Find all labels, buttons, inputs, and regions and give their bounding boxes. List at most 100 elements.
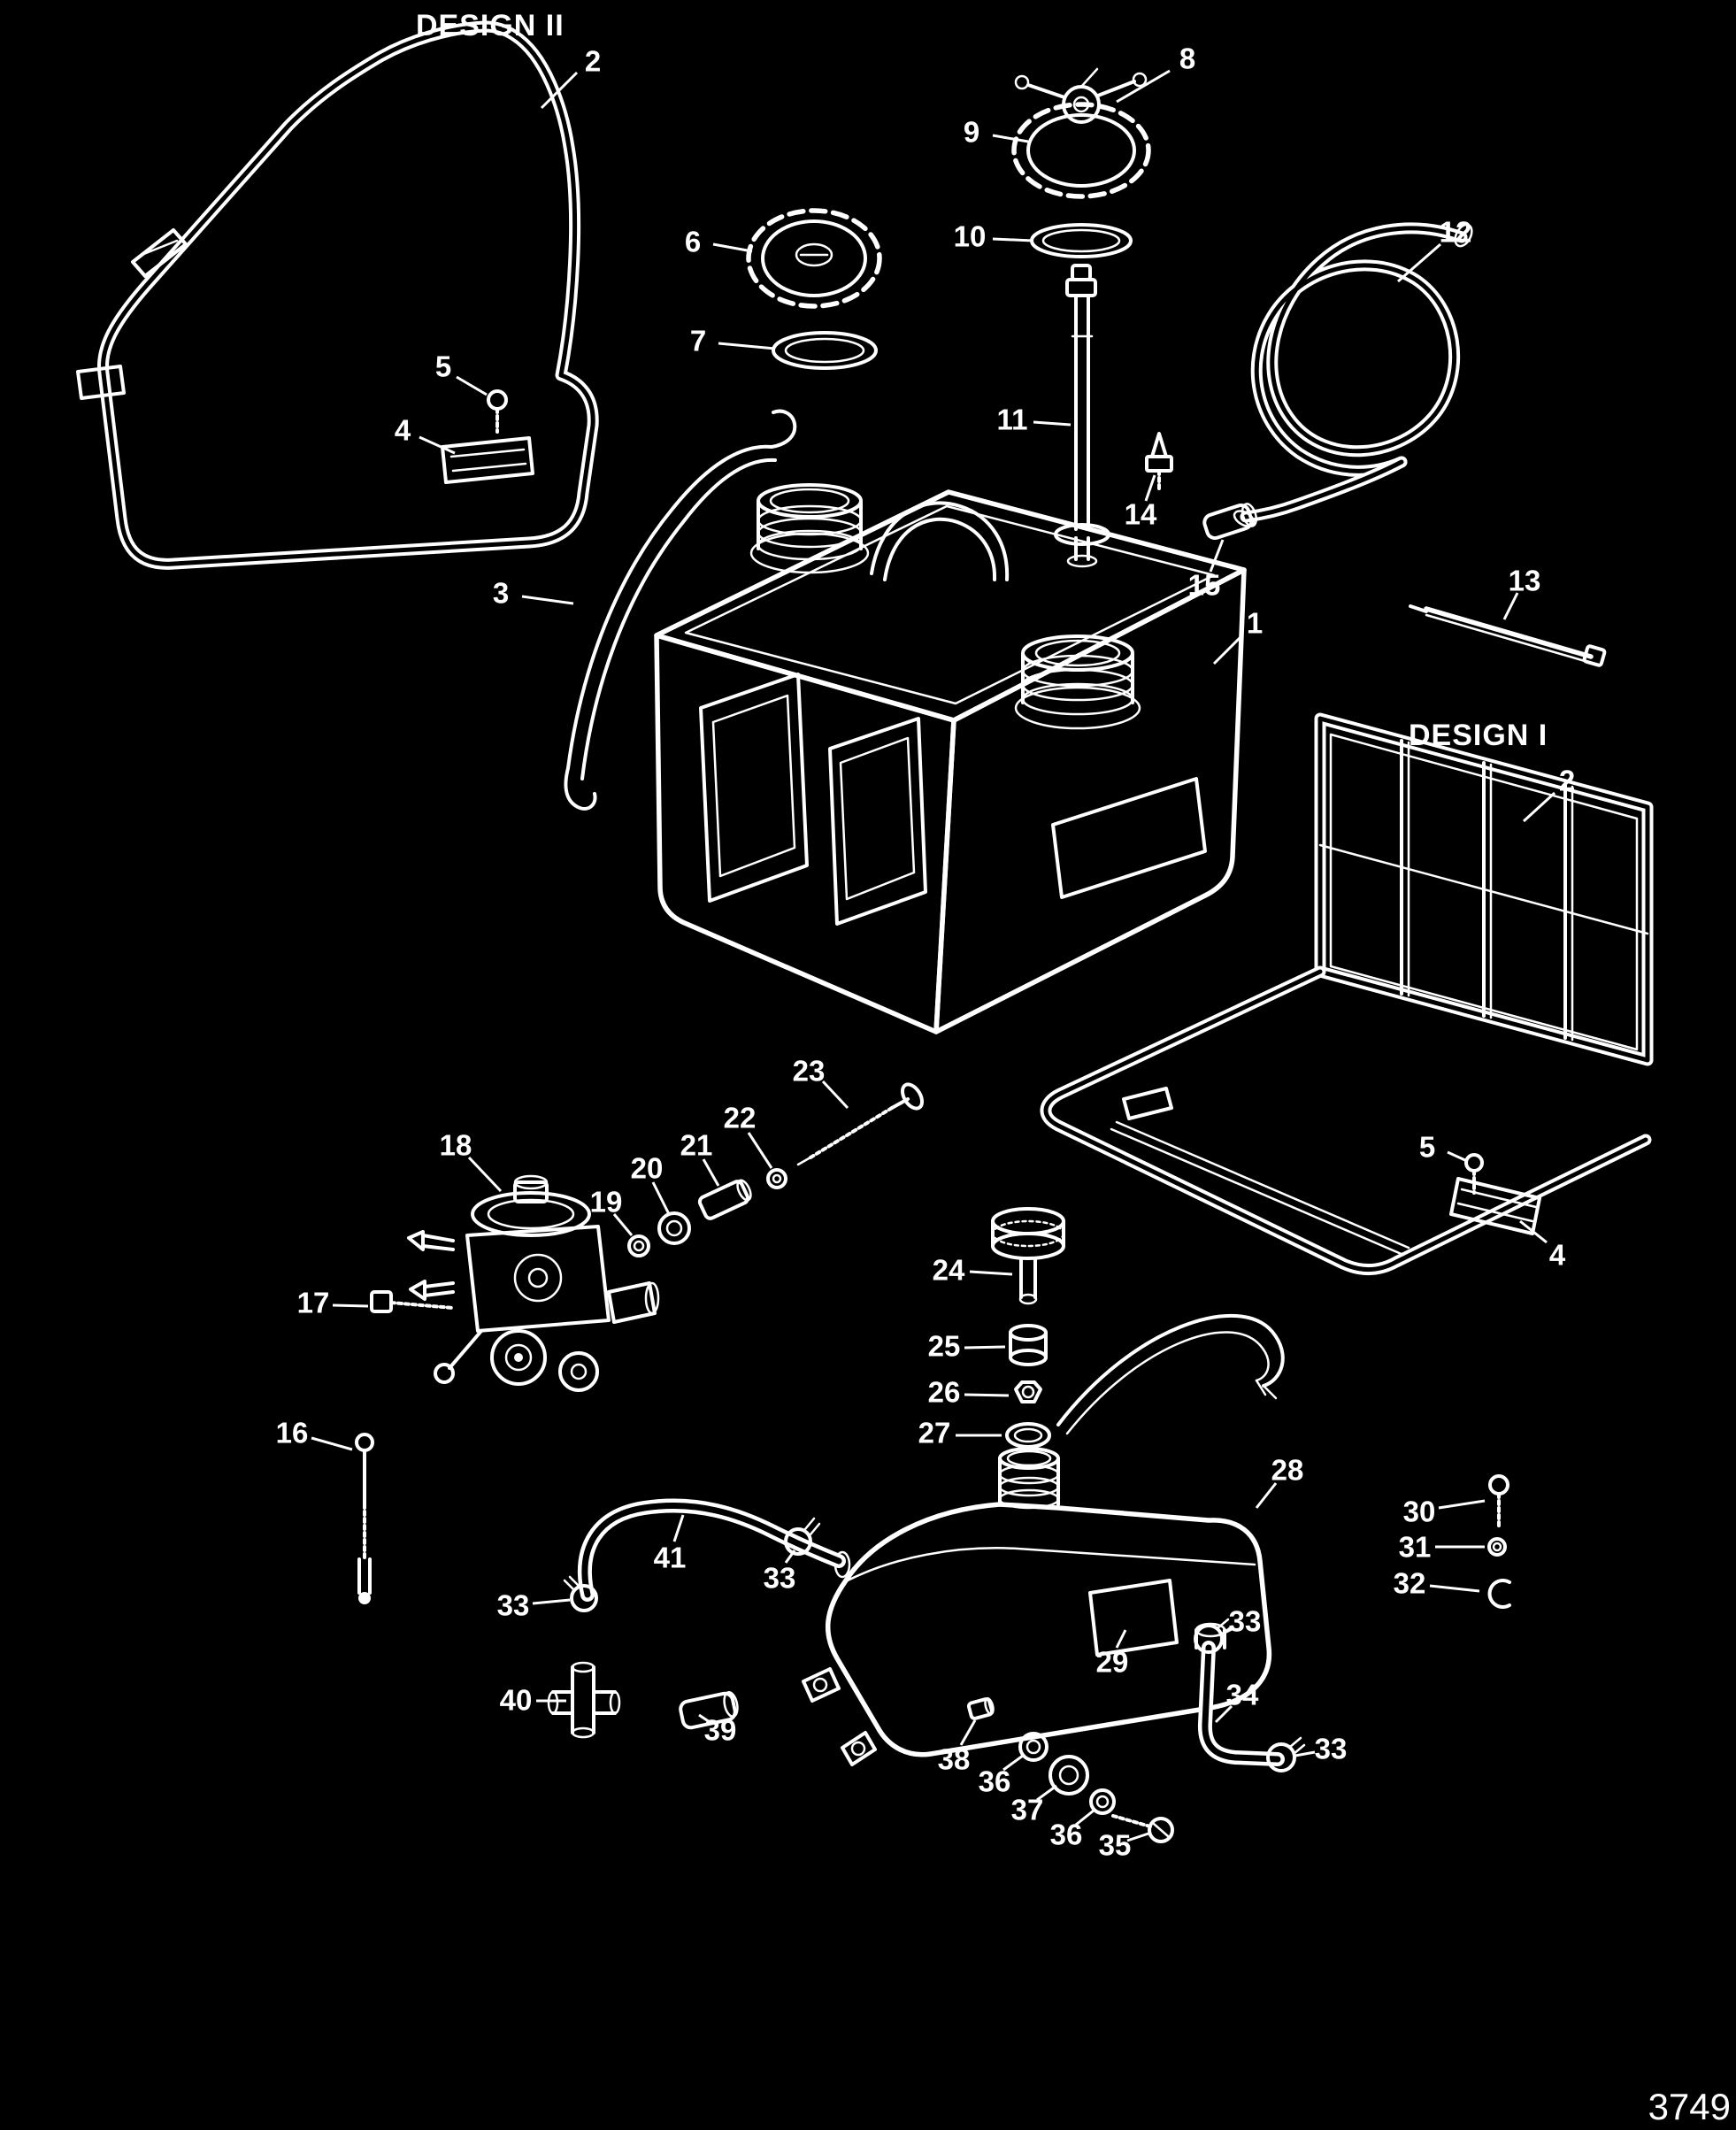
callout-12-5: 12 [1439,215,1472,249]
hose-connector [1202,503,1258,541]
spacer-25 [1009,1324,1048,1366]
leader-line-6-3 [712,242,753,253]
leader-line-10-4 [992,237,1034,242]
callout-37-45: 37 [1010,1793,1044,1826]
pump-screw-23 [796,1082,925,1166]
callout-2-0: 2 [584,44,602,78]
pump-link-rod [355,1433,374,1604]
leader-line-23-16 [821,1080,849,1110]
oring-27 [1005,1422,1051,1449]
leader-line-15-11 [1209,539,1225,573]
design-i-bracket [1040,712,1654,1276]
barb-fitting [1145,432,1173,494]
leader-line-33-37 [1218,1626,1234,1637]
gauge-cap-assembly [1011,67,1151,199]
leader-line-33-35 [784,1549,796,1564]
plug-fitting [966,1696,995,1720]
oil-reservoir-tank [654,483,1247,1034]
callout-11-8: 11 [996,403,1028,436]
callout-33-44: 33 [1314,1732,1348,1765]
remote-cap-24 [991,1207,1065,1305]
callout-36-43: 36 [978,1765,1011,1798]
leader-line-38-42 [959,1719,977,1746]
callout-31-32: 31 [1398,1530,1432,1564]
callout-5-22: 5 [1418,1130,1436,1164]
callout-4-24: 4 [1548,1238,1566,1272]
leader-line-8-1 [1116,69,1171,104]
callout-39-41: 39 [703,1713,737,1747]
design-ii-bracket [76,20,599,570]
callout-14-10: 14 [1124,497,1157,531]
leader-line-12-5 [1397,242,1441,283]
callout-2-15: 2 [1558,764,1576,797]
supply-hose [577,1498,846,1602]
leader-line-4-24 [1519,1219,1548,1244]
callout-13-12: 13 [1508,564,1541,597]
leader-line-28-30 [1255,1482,1278,1509]
callout-22-17: 22 [723,1101,757,1134]
design-ii-label: DESIGN II [416,9,565,42]
callout-33-36: 33 [496,1588,530,1622]
filler-neck-left [749,483,870,574]
leader-line-30-31 [1438,1499,1486,1510]
screw-30 [1488,1474,1509,1529]
leader-line-2-15 [1522,791,1556,823]
callout-15-11: 15 [1187,568,1221,602]
grommet-37 [1049,1755,1089,1796]
callout-33-37: 33 [1228,1604,1262,1638]
callout-41-34: 41 [653,1541,687,1574]
pump-bolt [370,1290,455,1313]
bracket-tab-4 [441,436,534,484]
washer-31 [1487,1537,1507,1557]
callout-21-18: 21 [680,1128,713,1162]
callout-34-40: 34 [1225,1678,1259,1711]
leader-line-29-38 [1115,1629,1127,1649]
leader-line-36-46 [1075,1809,1095,1826]
callout-29-38: 29 [1095,1645,1129,1679]
bracket-screw-5 [487,389,508,434]
callout-1-14: 1 [1246,606,1264,640]
tank-handle [870,501,1010,581]
callout-17-25: 17 [296,1286,330,1319]
callout-5-7: 5 [434,350,452,383]
pump-oring-22 [766,1168,787,1189]
leader-line-9-2 [992,134,1029,143]
cap-gasket [772,331,878,370]
tee-fitting [547,1661,621,1739]
callout-27-28: 27 [918,1416,951,1449]
callout-30-31: 30 [1402,1495,1436,1528]
tank-strap [564,409,797,811]
leader-line-26-27 [964,1393,1010,1397]
pump-sleeve-21 [697,1179,752,1220]
callout-4-9: 4 [394,413,411,447]
leader-line-21-18 [702,1158,720,1187]
callout-32-33: 32 [1393,1566,1426,1600]
leader-line-18-19 [467,1156,503,1193]
nut-26 [1014,1380,1042,1403]
callout-28-30: 28 [1271,1453,1304,1487]
callout-23-16: 23 [792,1054,826,1088]
design-i-label: DESIGN I [1409,719,1548,752]
filler-cap [746,208,882,309]
callout-36-46: 36 [1049,1818,1083,1851]
sheet-number: 3749 [1648,2086,1731,2127]
leader-line-36-43 [1002,1754,1024,1772]
leader-line-19-21 [612,1213,634,1236]
callout-38-42: 38 [937,1742,971,1776]
hose-clamp [563,1575,598,1612]
pickup-tube [1054,264,1110,568]
leader-line-24-23 [969,1270,1013,1276]
leader-line-13-12 [1502,592,1519,620]
callout-16-29: 16 [275,1416,309,1449]
cage-screw-5 [1464,1153,1484,1195]
leader-line-5-22 [1447,1150,1468,1163]
leader-line-17-25 [332,1303,369,1308]
leader-line-33-36 [532,1598,571,1605]
callout-33-35: 33 [763,1561,796,1595]
callout-25-26: 25 [927,1329,961,1363]
cable-tie [1409,604,1607,667]
leader-line-4-9 [419,435,456,455]
leader-line-20-20 [651,1181,671,1215]
